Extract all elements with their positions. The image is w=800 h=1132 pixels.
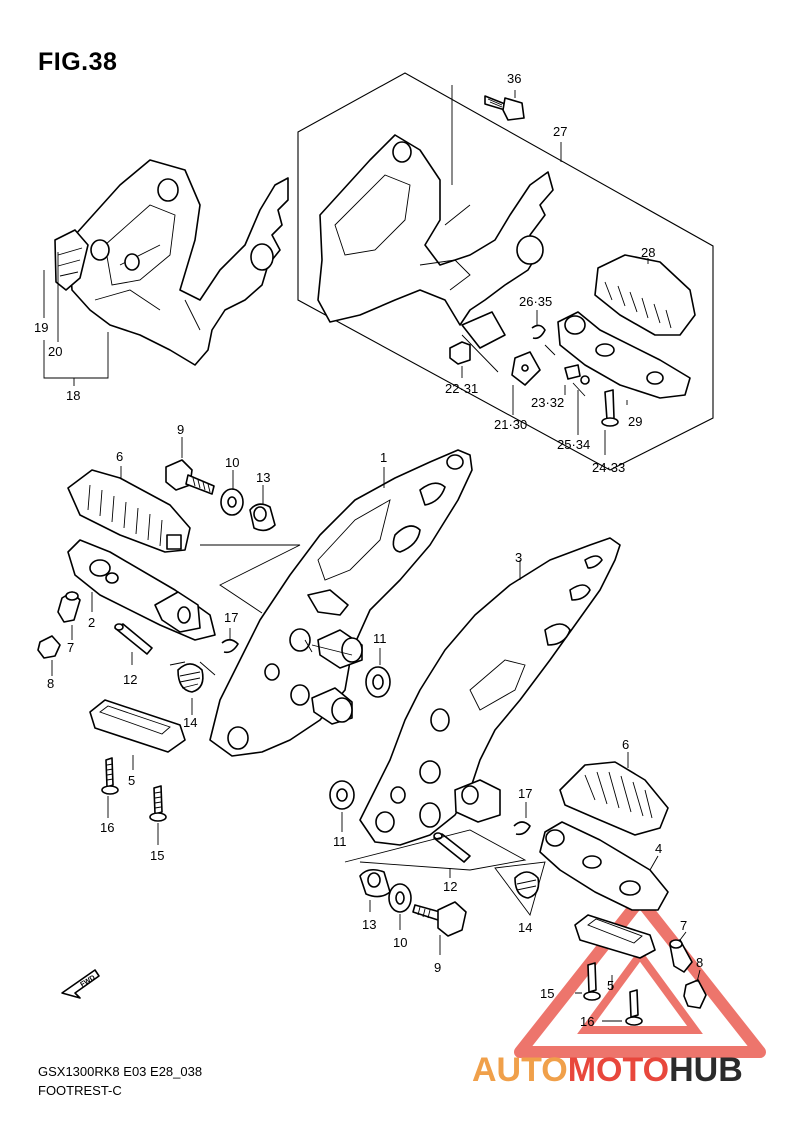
callout-4: 4 — [655, 841, 662, 856]
washer-11-right — [329, 780, 355, 832]
callout-18: 18 — [66, 388, 80, 403]
callout-17-right: 17 — [518, 786, 532, 801]
callout-16-right: 16 — [580, 1014, 594, 1029]
part-28-footrest-rubber — [594, 254, 696, 336]
part-3-bracket-plate — [359, 537, 621, 846]
watermark-moto: MOTO — [568, 1051, 669, 1089]
watermark-auto: AUTO — [472, 1051, 568, 1089]
callout-36: 36 — [507, 71, 521, 86]
callout-28: 28 — [641, 245, 655, 260]
callout-3: 3 — [515, 550, 522, 565]
callout-15-right: 15 — [540, 986, 554, 1001]
callout-27: 27 — [553, 124, 567, 139]
callout-9-top: 9 — [177, 422, 184, 437]
callout-5-right: 5 — [607, 978, 614, 993]
callout-16-left: 16 — [100, 820, 114, 835]
callout-9-bottom: 9 — [434, 960, 441, 975]
callout-1: 1 — [380, 450, 387, 465]
model-code: GSX1300RK8 E03 E28_038 — [38, 1064, 203, 1079]
pin-12-right — [344, 829, 527, 878]
box-hardware — [449, 311, 619, 455]
callout-labels: 36 27 28 26·35 19 20 18 22·31 21·30 23·3… — [34, 71, 703, 1029]
callout-11-right: 11 — [333, 834, 347, 849]
callout-24-33: 24·33 — [592, 460, 625, 475]
callout-29: 29 — [628, 414, 642, 429]
watermark-logo — [514, 894, 766, 1058]
clip-17-right — [513, 802, 531, 836]
figure-name: FOOTREST-C — [38, 1083, 122, 1098]
watermark-text: AUTOMOTOHUB — [472, 1051, 743, 1089]
callout-10-bottom: 10 — [393, 935, 407, 950]
figure-title: FIG.38 — [38, 48, 118, 76]
callout-11-left: 11 — [373, 631, 387, 646]
fwd-label: FWD — [79, 974, 96, 988]
callout-23-32: 23·32 — [531, 395, 564, 410]
lower-hardware — [359, 868, 467, 955]
callout-13-top: 13 — [256, 470, 270, 485]
part-1-bracket-plate — [209, 449, 473, 757]
callout-7-right: 7 — [680, 918, 687, 933]
callout-22-31: 22·31 — [445, 381, 478, 396]
upper-hardware — [165, 437, 301, 614]
fwd-arrow-icon: FWD — [61, 969, 100, 999]
part-36-bolt — [484, 90, 525, 121]
callout-26-35: 26·35 — [519, 294, 552, 309]
washer-11-left — [365, 648, 391, 698]
watermark-hub: HUB — [669, 1051, 743, 1089]
callout-8-left: 8 — [47, 676, 54, 691]
callout-14-right: 14 — [518, 920, 532, 935]
part-27-bracket — [317, 134, 554, 326]
assembly-box-outline — [297, 72, 714, 471]
callout-5-left: 5 — [128, 773, 135, 788]
callout-12-right: 12 — [443, 879, 457, 894]
callout-20: 20 — [48, 344, 62, 359]
top-left-bracket — [54, 159, 289, 366]
callout-6-left: 6 — [116, 449, 123, 464]
callout-21-30: 21·30 — [494, 417, 527, 432]
left-footrest-group — [37, 469, 239, 845]
callout-7-left: 7 — [67, 640, 74, 655]
svg-text:AUTOMOTOHUB: AUTOMOTOHUB — [472, 1051, 743, 1089]
callout-15-left: 15 — [150, 848, 164, 863]
callout-13-bottom: 13 — [362, 917, 376, 932]
callout-25-34: 25·34 — [557, 437, 590, 452]
callout-8-right: 8 — [696, 955, 703, 970]
spring-14-right — [494, 861, 546, 917]
callout-2: 2 — [88, 615, 95, 630]
callout-14-left: 14 — [183, 715, 197, 730]
right-footrest-group — [539, 752, 707, 1026]
callout-12-left: 12 — [123, 672, 137, 687]
callout-6-right: 6 — [622, 737, 629, 752]
callout-10-top: 10 — [225, 455, 239, 470]
part-29-footpeg — [557, 311, 691, 405]
callout-19: 19 — [34, 320, 48, 335]
callout-17-left: 17 — [224, 610, 238, 625]
